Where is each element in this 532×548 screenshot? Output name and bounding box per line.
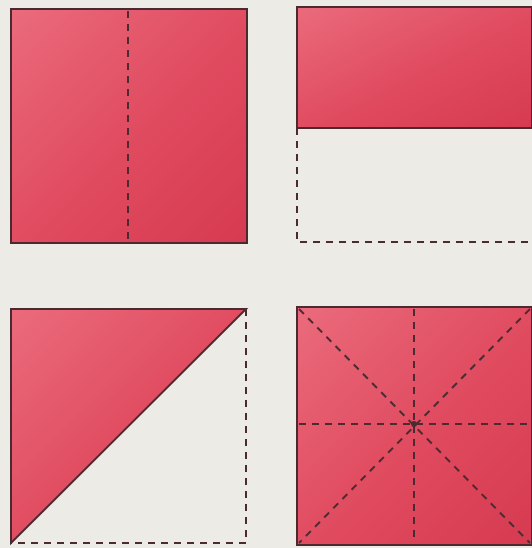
paper-triangle (11, 309, 246, 543)
figure-square-horizontal-fold (297, 7, 532, 242)
paper-top-half (297, 7, 532, 128)
folded-away-bottom-half-outline (297, 128, 532, 242)
center-point (411, 421, 417, 427)
figure-square-all-folds (297, 307, 532, 545)
figure-square-diagonal-fold (11, 309, 246, 543)
figure-square-vertical-fold (11, 9, 247, 243)
